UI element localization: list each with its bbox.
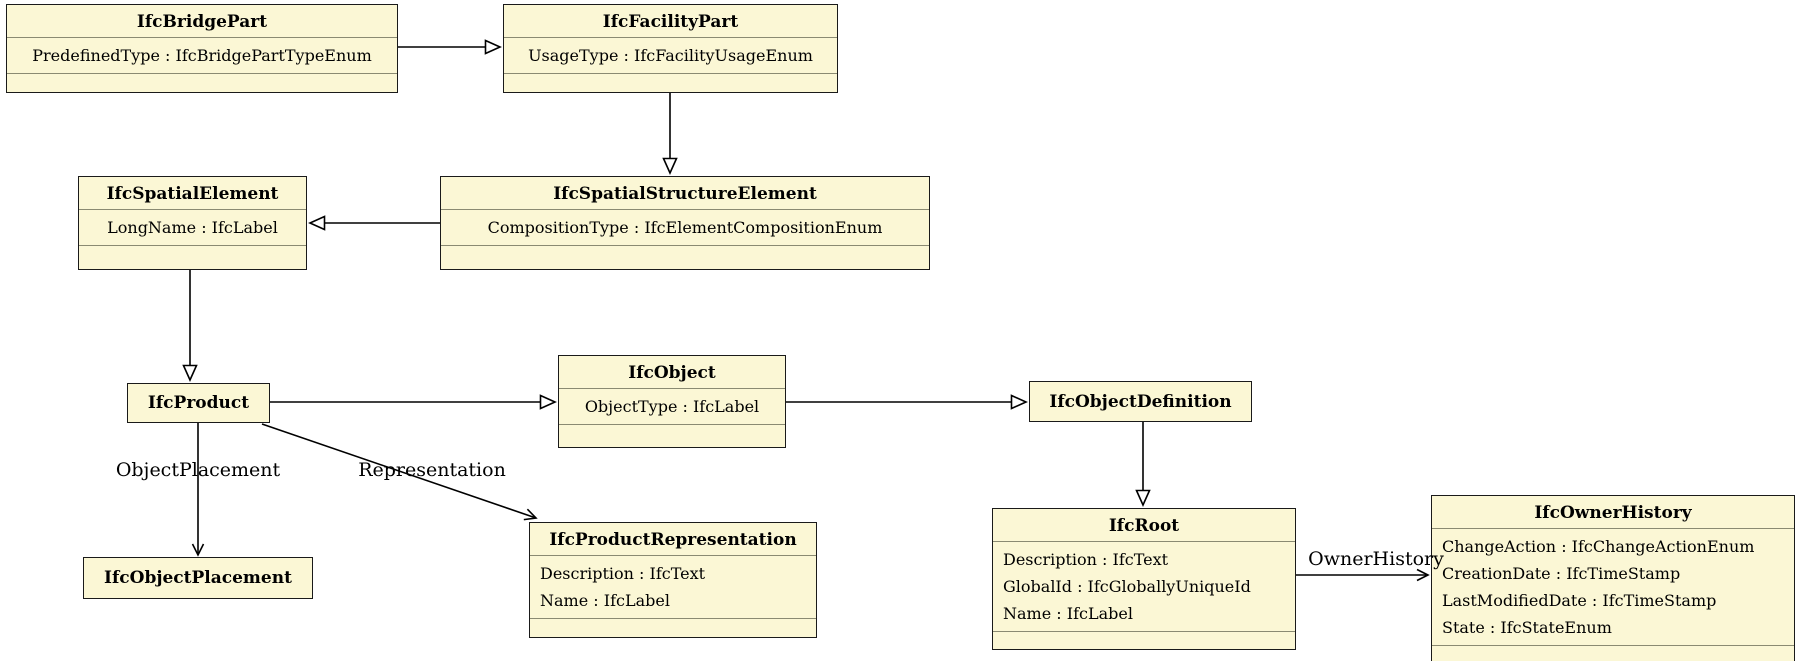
attribute: CreationDate : IfcTimeStamp <box>1442 564 1681 583</box>
association-label-ownerhistory: OwnerHistory <box>1308 548 1444 570</box>
class-name: IfcObjectDefinition <box>1049 391 1232 412</box>
class-empty-compartment <box>1432 646 1794 661</box>
class-name: IfcFacilityPart <box>504 5 837 38</box>
class-name: IfcObject <box>559 356 785 389</box>
class-box-ifcobjectdefinition[interactable]: IfcObjectDefinition <box>1029 381 1252 422</box>
class-empty-compartment <box>441 246 929 269</box>
class-empty-compartment <box>993 632 1295 649</box>
association-label-representation: Representation <box>358 459 506 481</box>
class-name: IfcProduct <box>147 393 250 413</box>
class-name: IfcOwnerHistory <box>1432 496 1794 529</box>
class-box-ifcproduct[interactable]: IfcProduct <box>127 383 270 423</box>
attribute: ObjectType : IfcLabel <box>584 397 760 416</box>
class-box-ifcspatialstructureelement[interactable]: IfcSpatialStructureElement CompositionTy… <box>440 176 930 270</box>
attribute: Name : IfcLabel <box>540 591 670 610</box>
class-empty-compartment <box>559 425 785 447</box>
class-name: IfcRoot <box>993 509 1295 542</box>
attribute: Description : IfcText <box>1003 550 1169 569</box>
class-attributes: ChangeAction : IfcChangeActionEnum Creat… <box>1432 529 1794 646</box>
attribute: ChangeAction : IfcChangeActionEnum <box>1442 537 1755 556</box>
class-empty-compartment <box>79 246 306 269</box>
class-box-ifcproductrepresentation[interactable]: IfcProductRepresentation Description : I… <box>529 522 817 638</box>
class-empty-compartment <box>530 619 816 637</box>
class-name: IfcBridgePart <box>7 5 397 38</box>
attribute: GlobalId : IfcGloballyUniqueId <box>1003 577 1251 596</box>
attribute: Name : IfcLabel <box>1003 604 1133 623</box>
attribute: Description : IfcText <box>540 564 706 583</box>
class-name: IfcProductRepresentation <box>530 523 816 556</box>
attribute: LongName : IfcLabel <box>107 218 278 237</box>
class-attributes: UsageType : IfcFacilityUsageEnum <box>504 38 837 74</box>
association-arrow-product-to-productrepresentation <box>261 423 538 521</box>
class-box-ifcroot[interactable]: IfcRoot Description : IfcText GlobalId :… <box>992 508 1296 650</box>
class-attributes: LongName : IfcLabel <box>79 210 306 246</box>
attribute: LastModifiedDate : IfcTimeStamp <box>1442 591 1717 610</box>
class-attributes: ObjectType : IfcLabel <box>559 389 785 425</box>
class-box-ifcobjectplacement[interactable]: IfcObjectPlacement <box>83 557 313 599</box>
class-name: IfcObjectPlacement <box>104 568 292 588</box>
class-name: IfcSpatialStructureElement <box>441 177 929 210</box>
attribute: UsageType : IfcFacilityUsageEnum <box>528 46 813 65</box>
class-attributes: Description : IfcText GlobalId : IfcGlob… <box>993 542 1295 632</box>
class-empty-compartment <box>504 74 837 92</box>
class-box-ifcobject[interactable]: IfcObject ObjectType : IfcLabel <box>558 355 786 448</box>
class-box-ifcownerhistory[interactable]: IfcOwnerHistory ChangeAction : IfcChange… <box>1431 495 1795 661</box>
attribute: CompositionType : IfcElementCompositionE… <box>487 218 883 237</box>
class-empty-compartment <box>7 74 397 92</box>
class-attributes: Description : IfcText Name : IfcLabel <box>530 556 816 619</box>
class-attributes: PredefinedType : IfcBridgePartTypeEnum <box>7 38 397 74</box>
class-box-ifcbridgepart[interactable]: IfcBridgePart PredefinedType : IfcBridge… <box>6 4 398 93</box>
class-attributes: CompositionType : IfcElementCompositionE… <box>441 210 929 246</box>
class-box-ifcfacilitypart[interactable]: IfcFacilityPart UsageType : IfcFacilityU… <box>503 4 838 93</box>
attribute: State : IfcStateEnum <box>1442 618 1612 637</box>
class-box-ifcspatialelement[interactable]: IfcSpatialElement LongName : IfcLabel <box>78 176 307 270</box>
association-label-objectplacement: ObjectPlacement <box>115 459 281 481</box>
class-name: IfcSpatialElement <box>79 177 306 210</box>
attribute: PredefinedType : IfcBridgePartTypeEnum <box>32 46 372 65</box>
